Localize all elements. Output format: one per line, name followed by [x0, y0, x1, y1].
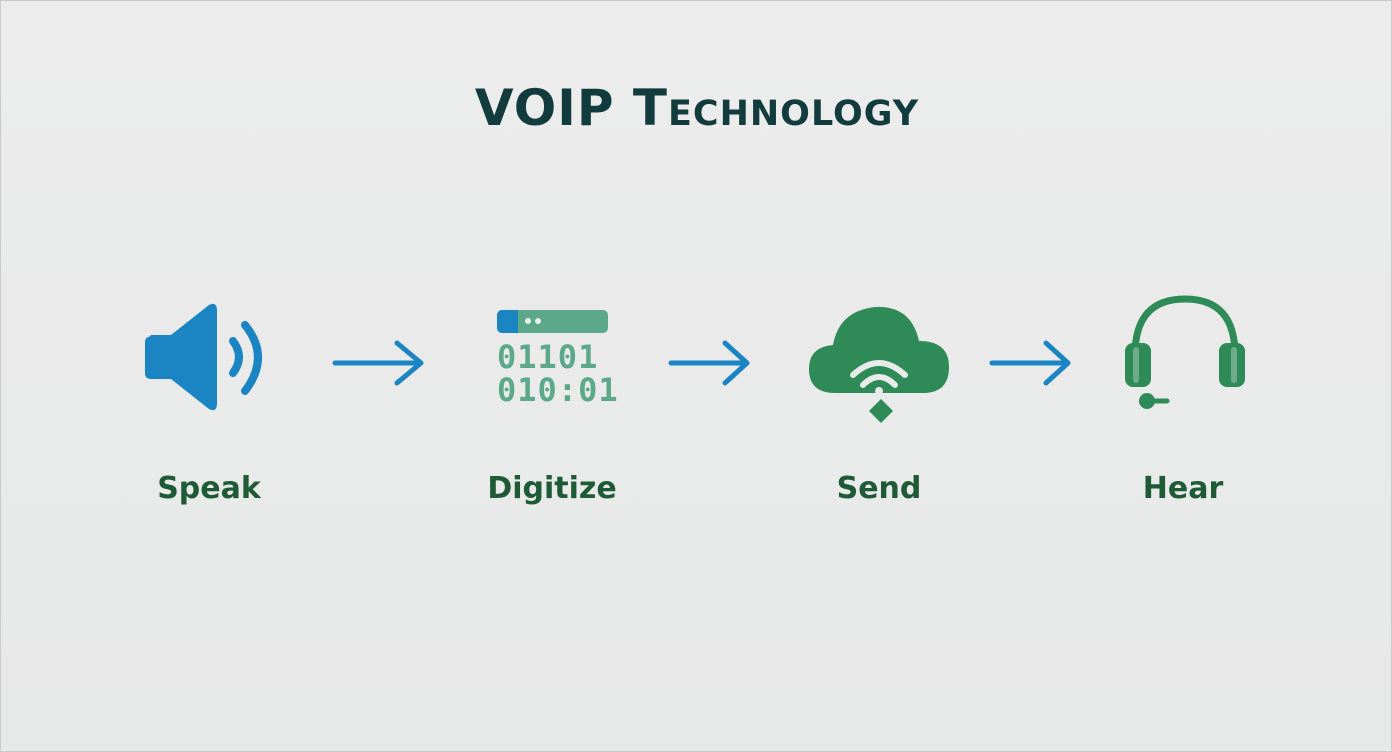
arrow-right-icon — [668, 340, 750, 386]
window-bar-icon — [497, 310, 608, 333]
binary-row: 010:01 — [497, 371, 619, 409]
step-label-speak: Speak — [157, 471, 261, 506]
step-label-digitize: Digitize — [487, 471, 617, 506]
page-title: VOIP Technology — [474, 79, 920, 137]
cloud-wifi-icon — [809, 306, 949, 423]
speaker-icon — [145, 303, 262, 411]
step-label-hear: Hear — [1142, 471, 1224, 506]
headset-icon — [1125, 295, 1245, 409]
binary-data-icon: 01101 010:01 — [497, 341, 619, 407]
step-label-send: Send — [836, 471, 922, 506]
arrow-right-icon — [989, 340, 1071, 386]
arrow-right-icon — [332, 340, 424, 386]
binary-row: 01101 — [497, 338, 599, 376]
